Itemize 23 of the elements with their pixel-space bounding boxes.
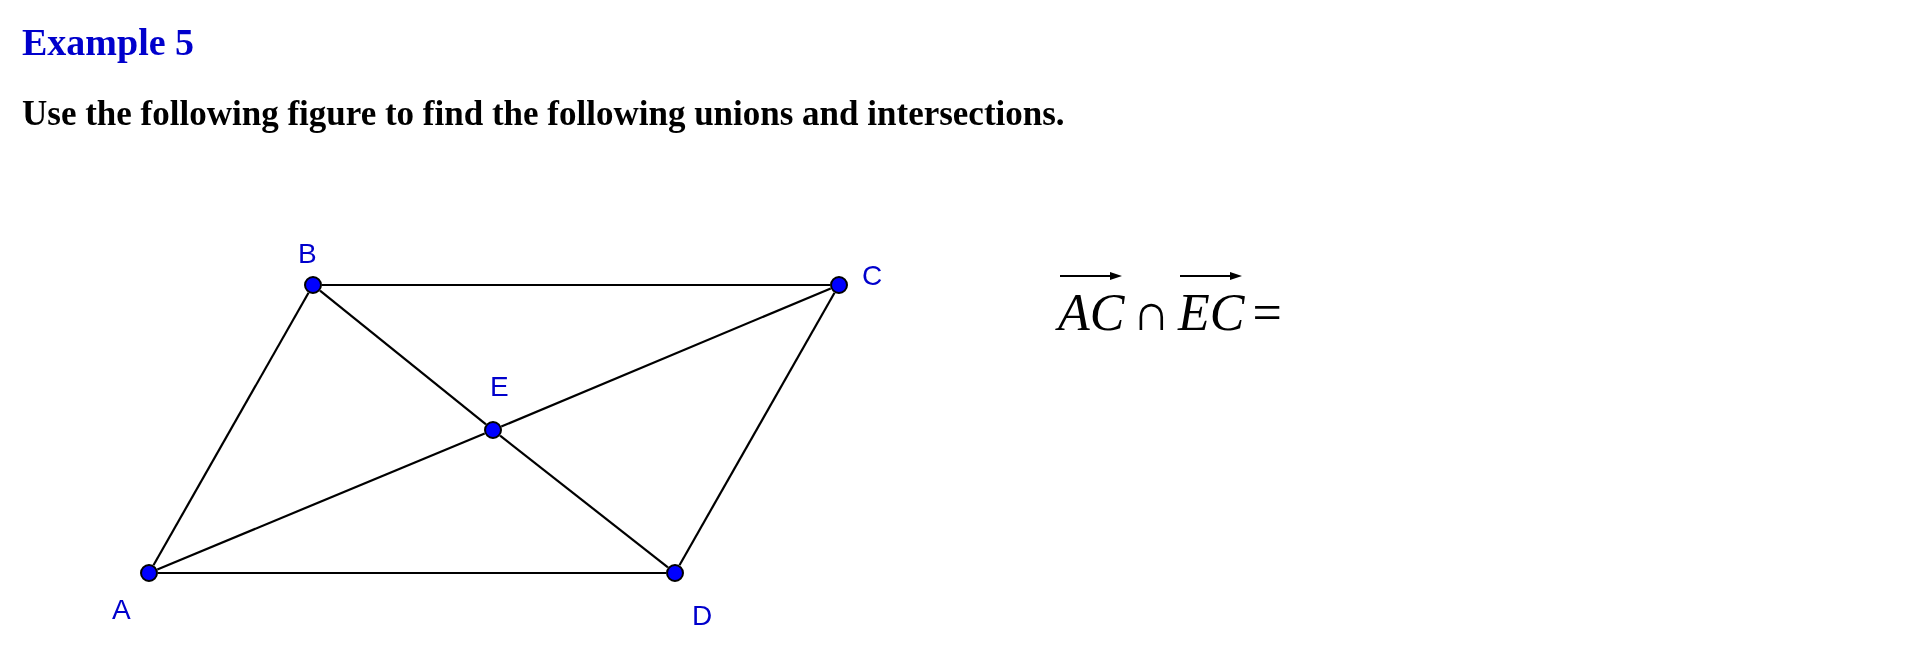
point-dot <box>666 564 684 582</box>
line-segment <box>500 287 832 428</box>
point-dot <box>484 421 502 439</box>
line-segment <box>319 289 487 426</box>
point-dot <box>830 276 848 294</box>
example-heading: Example 5 <box>22 20 195 64</box>
line-segment <box>322 283 830 287</box>
point-dot <box>304 276 322 294</box>
math-symbol: ∩ <box>1132 283 1170 343</box>
point-dot <box>140 564 158 582</box>
point-label: B <box>298 240 317 268</box>
math-symbol: = <box>1252 283 1282 343</box>
line-segment <box>499 434 669 569</box>
point-label: D <box>692 602 713 630</box>
line-segment <box>156 432 486 571</box>
point-label: C <box>862 262 883 290</box>
line-segment <box>152 292 310 566</box>
line-segment <box>678 292 836 566</box>
point-label: A <box>112 596 131 624</box>
ray-notation: EC <box>1178 265 1245 350</box>
line-segment <box>158 571 666 575</box>
instruction-text: Use the following figure to find the following unions and intersections. <box>22 94 1065 134</box>
point-label: E <box>490 373 509 401</box>
